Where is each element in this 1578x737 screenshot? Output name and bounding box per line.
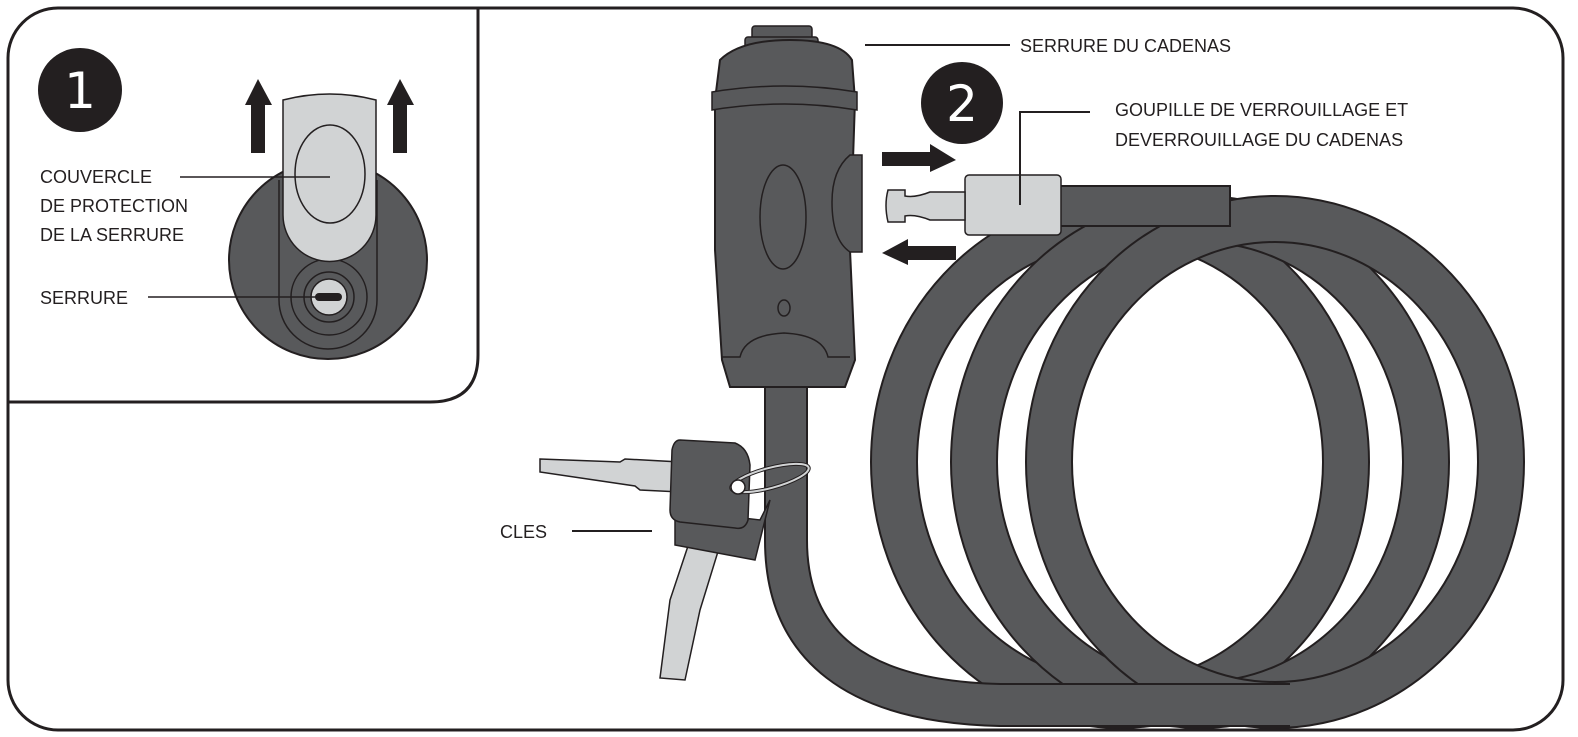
arrow-right-icon — [882, 144, 956, 172]
lock-hole — [777, 299, 791, 317]
label-pin-line1: GOUPILLE DE VERROUILLAGE ET — [1115, 100, 1408, 120]
arrow-up-icon — [245, 79, 272, 153]
label-cover-line1: COUVERCLE — [40, 167, 152, 187]
step1-badge — [38, 48, 122, 132]
cover-grip — [294, 124, 366, 224]
label-lock: SERRURE — [40, 288, 128, 308]
key-hole — [730, 479, 746, 495]
label-cover-line3: DE LA SERRURE — [40, 225, 184, 245]
pin-sleeve — [964, 174, 1062, 236]
step1-number: 1 — [64, 62, 96, 120]
cable-lead-fill — [766, 385, 1290, 725]
label-pin-line2: DEVERROUILLAGE DU CADENAS — [1115, 130, 1403, 150]
label-keys: CLES — [500, 522, 547, 542]
arrow-up-icon — [387, 79, 414, 153]
step2-number: 2 — [946, 75, 978, 133]
step2-illustration: 2 SERRURE DU CADENAS GOUPILLE DE VERROUI… — [500, 25, 1525, 729]
lock-bottom-notch — [728, 332, 850, 358]
lock-ring — [711, 85, 858, 111]
cable-end — [1049, 185, 1231, 227]
label-cover-line2: DE PROTECTION — [40, 196, 188, 216]
step1-panel-border — [8, 8, 480, 404]
locking-pin — [885, 189, 966, 223]
keys — [539, 439, 811, 681]
padlock-body — [714, 38, 857, 388]
key-head — [669, 439, 751, 530]
cover-track — [278, 180, 378, 350]
lock-side-button — [831, 154, 863, 253]
step1-panel: 1 COUVERCLE DE PROTECTION DE LA SERRURE … — [8, 8, 480, 404]
step2-badge — [921, 62, 1003, 144]
arrow-left-icon — [882, 239, 956, 265]
label-padlock-lock: SERRURE DU CADENAS — [1020, 36, 1231, 56]
leader-line-pin — [1019, 111, 1090, 205]
lock-side-grip — [759, 164, 807, 270]
